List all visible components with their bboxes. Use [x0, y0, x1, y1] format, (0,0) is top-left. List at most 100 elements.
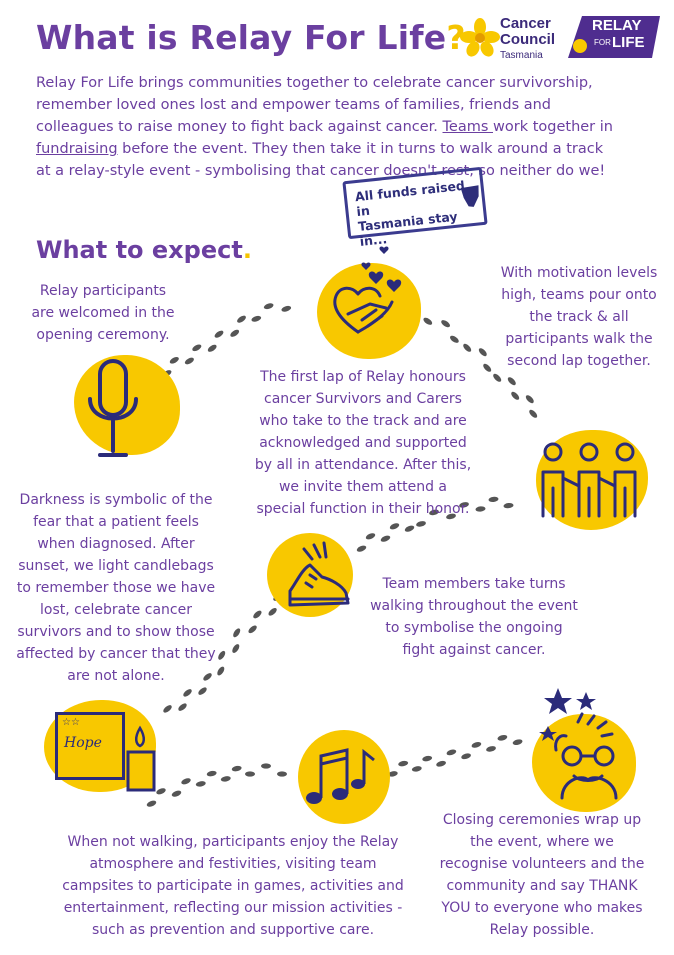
footprint	[503, 502, 514, 509]
footprint	[387, 771, 398, 777]
footprint	[486, 746, 496, 752]
footprint	[183, 689, 192, 697]
footprint	[475, 506, 486, 512]
cc-logo-text-2: Council	[500, 31, 555, 48]
footprint	[422, 755, 433, 762]
footprint	[220, 776, 231, 782]
teams-link[interactable]: Teams	[442, 119, 493, 135]
footprint	[488, 496, 499, 503]
footprint	[365, 533, 376, 540]
music-notes-icon	[306, 748, 375, 804]
step-closing-ceremony: Closing ceremonies wrap up the event, wh…	[439, 812, 645, 938]
footprint	[233, 628, 241, 638]
footprint	[207, 344, 217, 352]
footprint	[389, 523, 400, 530]
footprint	[217, 666, 225, 676]
step-team-turns: Team members take turns walking througho…	[370, 576, 578, 658]
running-shoe-icon	[288, 541, 350, 607]
footprint	[237, 315, 246, 323]
footprint	[398, 760, 409, 767]
footprint	[253, 610, 262, 619]
footprint	[446, 513, 456, 520]
footprint	[268, 607, 277, 616]
footprint	[463, 343, 472, 352]
footprint	[214, 330, 224, 338]
relay-logo-line1: RELAY	[592, 17, 642, 34]
footprint	[261, 763, 271, 769]
footprint	[493, 373, 502, 382]
footprint	[198, 687, 207, 695]
star-doodles: ☆☆	[62, 717, 80, 728]
footprint	[218, 650, 226, 660]
footprint	[356, 545, 367, 552]
footprint	[184, 357, 194, 365]
people-holding-hands-icon	[541, 442, 637, 518]
page-title: What is Relay For Life?	[36, 18, 466, 57]
footprint	[163, 705, 172, 713]
celebration-people-icon	[539, 688, 618, 800]
footprint	[483, 363, 492, 372]
footprint	[232, 644, 240, 653]
relay-logo-for: FOR	[594, 38, 611, 47]
footprint	[471, 742, 482, 748]
footprint	[525, 395, 534, 404]
cc-logo-text-1: Cancer	[500, 15, 551, 32]
footprint	[248, 625, 257, 634]
footprint	[380, 535, 391, 542]
step-second-lap: With motivation levels high, teams pour …	[500, 265, 658, 369]
footprint	[156, 788, 166, 795]
footprint	[423, 317, 433, 325]
relay-logo-shape	[568, 16, 660, 58]
footprint	[169, 356, 179, 364]
footprint	[251, 315, 262, 322]
footprint	[459, 502, 469, 508]
relay-for-life-logo: RELAY FOR LIFE	[568, 16, 660, 58]
daffodil-icon	[460, 18, 500, 57]
step-survivors-lap: The first lap of Relay honours cancer Su…	[254, 369, 472, 517]
footprint	[478, 348, 487, 357]
footprint	[429, 509, 439, 516]
footprint	[245, 771, 255, 777]
footprint	[281, 305, 292, 312]
footprint	[192, 344, 202, 352]
microphone-icon	[88, 359, 138, 457]
fundraising-link[interactable]: fundraising	[36, 141, 118, 157]
footprint	[450, 335, 459, 343]
footprint	[181, 778, 191, 785]
hope-label: Hope	[64, 735, 102, 751]
step-festivities: When not walking, participants enjoy the…	[62, 834, 404, 938]
footprint	[206, 770, 217, 777]
step-opening-ceremony: Relay participants are welcomed in the o…	[31, 283, 175, 343]
footprint	[446, 749, 457, 756]
footprint	[178, 703, 187, 711]
intro-paragraph: Relay For Life brings communities togeth…	[36, 75, 613, 179]
footprint	[146, 800, 157, 807]
footprint	[263, 303, 274, 310]
footprint	[195, 781, 206, 787]
footprint	[171, 790, 182, 797]
footprint	[511, 391, 520, 400]
footprint	[512, 739, 523, 745]
cc-logo-text-3: Tasmania	[500, 50, 543, 61]
footprint	[203, 673, 212, 681]
section-heading: What to expect.	[36, 236, 252, 264]
footprint	[461, 753, 471, 760]
handshake-blob	[317, 263, 421, 359]
music-blob	[298, 730, 390, 824]
footprint	[529, 409, 538, 418]
footprint	[231, 765, 242, 772]
footprint	[416, 521, 426, 527]
candle-icon	[126, 725, 156, 792]
relay-logo-life: LIFE	[612, 34, 645, 51]
footprint	[497, 735, 508, 741]
footprint	[441, 320, 450, 328]
tasmania-stamp: All funds raised in Tasmania stay in...	[342, 166, 488, 249]
candlebag: Hope ☆☆	[55, 712, 125, 780]
footprint	[507, 377, 516, 386]
step-candlelight: Darkness is symbolic of the fear that a …	[16, 492, 216, 684]
footprint	[404, 525, 415, 532]
footprint	[277, 771, 287, 777]
footprint	[230, 329, 240, 337]
tasmania-map-icon	[460, 185, 479, 207]
